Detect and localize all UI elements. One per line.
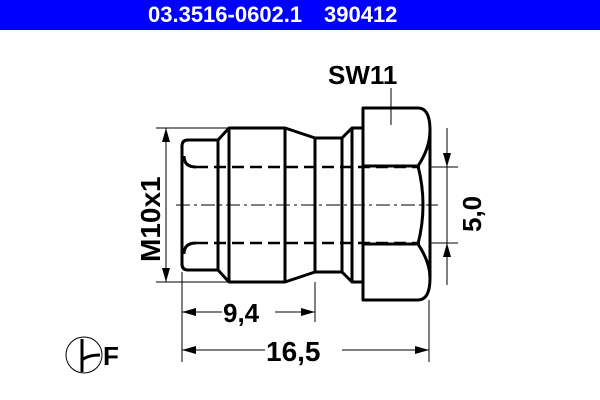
- hex-height-label: 5,0: [457, 196, 487, 232]
- article-code: 390412: [324, 2, 398, 27]
- header-bar: 03.3516-0602.1 390412: [0, 0, 600, 30]
- hidden-bore-lines: [196, 165, 420, 245]
- thread-length-label: 9,4: [223, 298, 260, 328]
- flare-type-label: F: [103, 341, 119, 371]
- thread-label: M10x1: [135, 176, 166, 262]
- hex-height-dimension: [430, 128, 458, 285]
- circle-with-flare-profile-icon: [65, 336, 103, 374]
- wrench-size-label: SW11: [328, 60, 397, 90]
- total-length-dimension: [182, 300, 430, 362]
- part-number: 03.3516-0602.1: [148, 2, 303, 27]
- bore-left-curves: [182, 155, 197, 255]
- part-body: [180, 106, 432, 302]
- thread-dimension: [156, 127, 229, 283]
- total-length-label: 16,5: [266, 336, 321, 367]
